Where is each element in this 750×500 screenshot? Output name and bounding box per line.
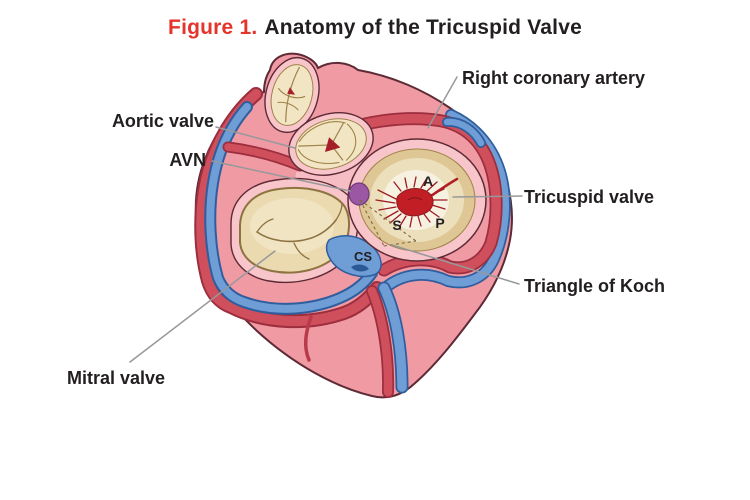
coronary-sinus xyxy=(325,235,382,278)
top-right-vein-crescent xyxy=(442,116,486,148)
leader-lines xyxy=(129,76,523,363)
label-aortic-valve: Aortic valve xyxy=(111,111,214,131)
figure-title: Figure 1. Anatomy of the Tricuspid Valve xyxy=(0,16,750,40)
anterior-leaflet-letter: A xyxy=(423,173,433,189)
label-right-coronary-artery: Right coronary artery xyxy=(462,68,646,88)
aortic-valve-shape xyxy=(288,112,374,176)
left-vein xyxy=(204,101,378,315)
right-coronary-artery-vessel xyxy=(343,112,503,277)
mitral-valve-shape xyxy=(230,177,359,284)
leader-avn xyxy=(211,160,351,192)
leader-mitral-valve xyxy=(129,250,276,363)
artery-branchlet xyxy=(303,315,313,362)
figure-number: Figure 1. xyxy=(168,16,258,39)
chordae xyxy=(375,176,459,228)
label-mitral-valve: Mitral valve xyxy=(67,368,166,388)
leader-aortic-valve xyxy=(215,126,296,149)
label-triangle-of-koch: Triangle of Koch xyxy=(524,276,666,296)
avn-node xyxy=(348,182,370,206)
leader-tricuspid-valve xyxy=(452,195,523,198)
descending-artery xyxy=(366,285,395,398)
descending-vein xyxy=(377,281,409,394)
posterior-leaflet-letter: P xyxy=(435,215,444,231)
septal-leaflet-letter: S xyxy=(392,217,401,233)
triangle-of-koch-outline xyxy=(359,199,417,247)
figure-title-text: Anatomy of the Tricuspid Valve xyxy=(264,16,582,39)
coronary-sinus-letters: CS xyxy=(354,249,372,264)
tricuspid-valve-shape xyxy=(347,138,487,262)
label-avn: AVN xyxy=(169,150,206,170)
pulmonary-valve-shape xyxy=(264,56,320,134)
leader-right-coronary-artery xyxy=(427,76,458,129)
leader-triangle-of-koch xyxy=(391,244,520,285)
label-tricuspid-valve: Tricuspid valve xyxy=(524,187,655,207)
